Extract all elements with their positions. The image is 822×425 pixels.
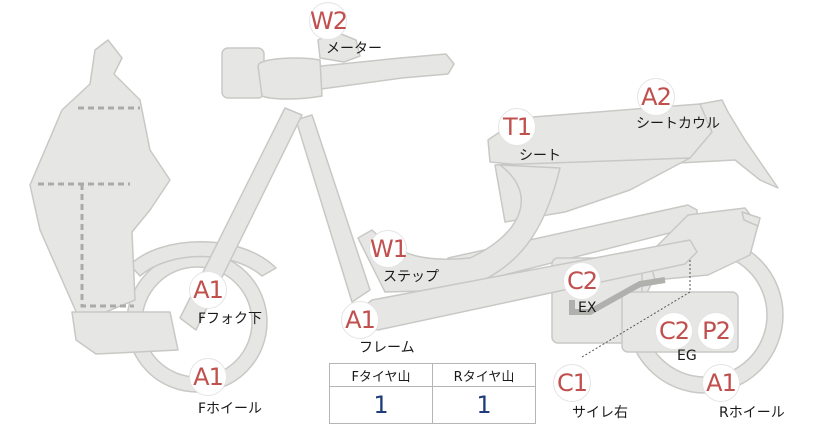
frame-label: フレーム bbox=[359, 340, 415, 356]
floor-front-shape bbox=[71, 311, 179, 355]
rear-wheel-label: Rホイール bbox=[719, 405, 785, 421]
frame-lower-shape bbox=[344, 239, 698, 331]
seat-label: シート bbox=[519, 148, 561, 164]
step-label: ステップ bbox=[383, 269, 439, 285]
headlight-shape bbox=[221, 47, 265, 99]
seat-cowl-label: シートカウル bbox=[636, 116, 720, 132]
rear-wheel-code-badge: A1 bbox=[702, 364, 740, 402]
engine-code-badge-2: P2 bbox=[697, 312, 735, 350]
rear-tip-shape bbox=[741, 211, 761, 227]
front-tire-header: Fタイヤ山 bbox=[329, 363, 433, 387]
step-code-badge: W1 bbox=[369, 230, 408, 268]
step-shape bbox=[357, 164, 561, 293]
front-wheel-label: Fホイール bbox=[198, 401, 263, 417]
meter-shape bbox=[257, 57, 323, 100]
leg-shield-shape bbox=[29, 39, 171, 317]
tire-table-header-row: Fタイヤ山 Rタイヤ山 bbox=[329, 363, 536, 387]
exhaust-code-badge: C2 bbox=[563, 262, 601, 300]
engine-label: EG bbox=[677, 348, 697, 364]
muffler-right-label: サイレ右 bbox=[572, 405, 628, 421]
exhaust-label: EX bbox=[578, 300, 597, 316]
seat-code-badge: T1 bbox=[498, 108, 536, 146]
front-fender-shape bbox=[129, 241, 277, 277]
meter-code-badge: W2 bbox=[309, 2, 348, 40]
seat-cowl-code-badge: A2 bbox=[637, 78, 675, 116]
exhaust-pipe-shape bbox=[569, 277, 666, 315]
tire-tread-table: Fタイヤ山 Rタイヤ山 1 1 bbox=[329, 363, 536, 424]
seat-shape bbox=[487, 103, 713, 166]
muffler-right-code-badge: C1 bbox=[553, 364, 591, 402]
front-tire-value: 1 bbox=[329, 386, 433, 424]
engine-code-badge: C2 bbox=[655, 312, 693, 350]
front-wheel-code-badge: A1 bbox=[189, 358, 227, 396]
frame-code-badge: A1 bbox=[341, 301, 379, 339]
frame-down-tube-shape bbox=[295, 114, 371, 303]
meter-label: メーター bbox=[326, 41, 382, 57]
rear-tire-header: Rタイヤ山 bbox=[432, 363, 536, 387]
front-fork-code-badge: A1 bbox=[189, 271, 227, 309]
front-fork-label: Fフォク下 bbox=[198, 311, 263, 327]
rear-tire-value: 1 bbox=[432, 386, 536, 424]
tire-table-value-row: 1 1 bbox=[329, 386, 536, 424]
